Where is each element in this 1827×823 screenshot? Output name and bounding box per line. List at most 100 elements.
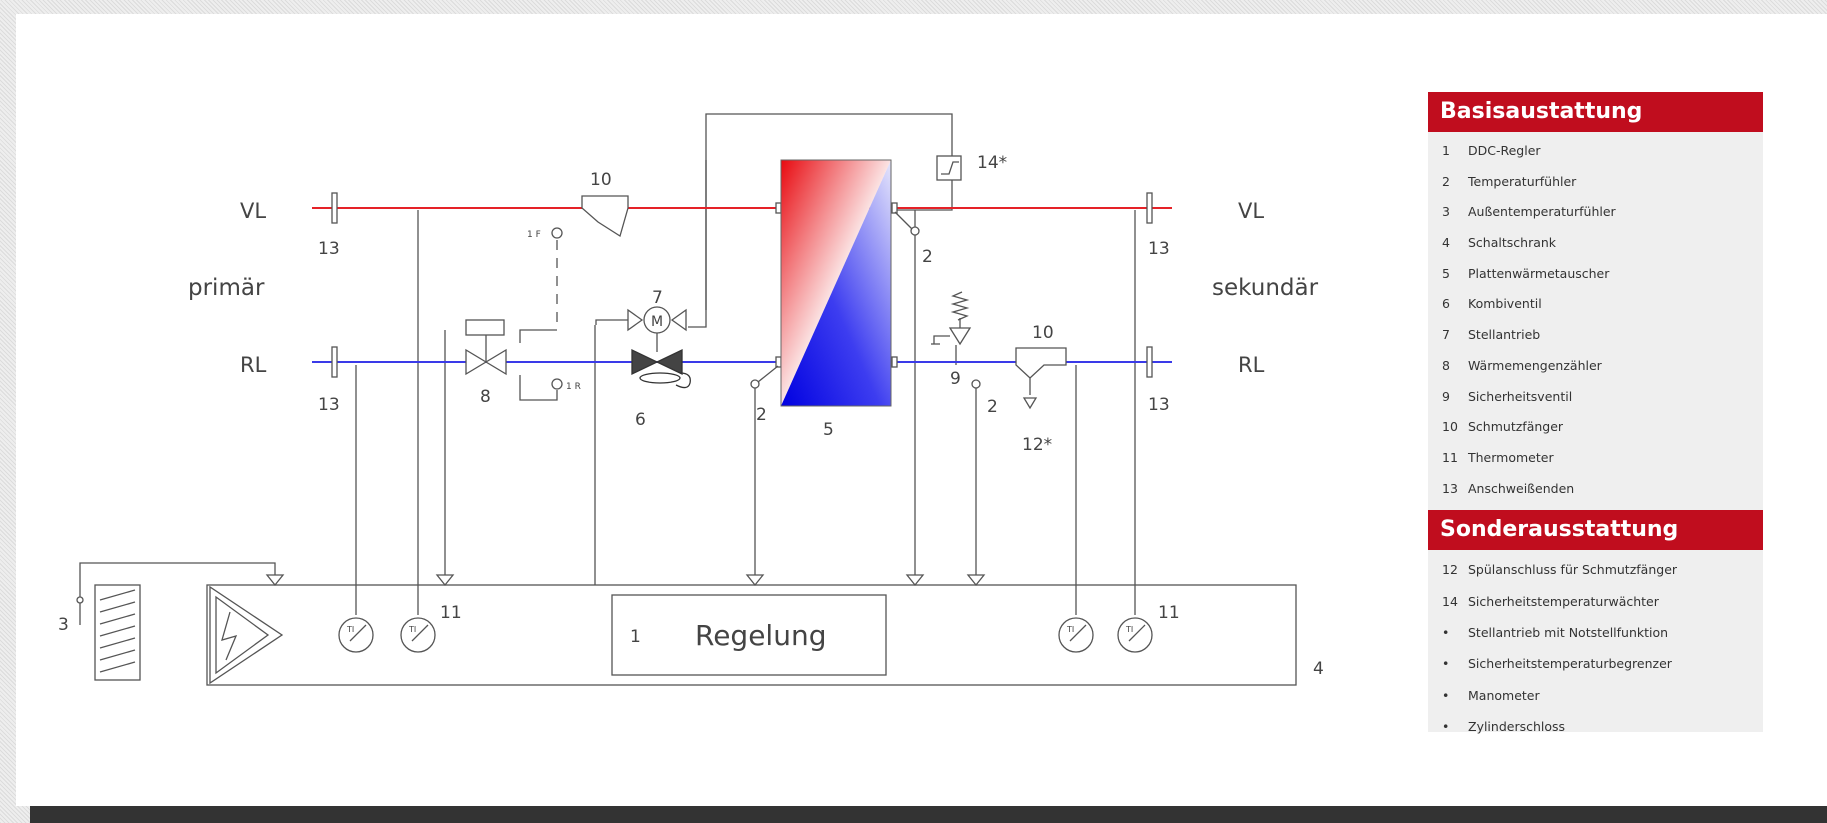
label-secondary: sekundär: [1212, 275, 1319, 301]
heat-meter: [465, 319, 507, 376]
legend-basic-title: Basisaustattung: [1428, 92, 1763, 132]
label-2-right: 2: [987, 397, 998, 417]
legend-item-text: Spülanschluss für Schmutzfänger: [1468, 562, 1678, 578]
legend-item-number: 5: [1442, 265, 1450, 281]
control-wiring: [79, 113, 1136, 615]
legend-item-number: •: [1442, 625, 1450, 641]
label-3: 3: [58, 615, 69, 635]
legend-item: 11 Thermometer: [1442, 443, 1763, 474]
label-primary: primär: [188, 275, 265, 301]
legend-item-number: 9: [1442, 388, 1450, 404]
legend-item-number: 1: [1442, 143, 1450, 158]
signal-arrows: [265, 574, 986, 587]
safety-temperature-monitor: [936, 155, 962, 181]
legend-item-number: 11: [1442, 449, 1458, 465]
legend-item-number: 12: [1442, 562, 1458, 578]
label-10-left: 10: [590, 170, 612, 190]
legend-item-text: Außentemperaturfühler: [1468, 204, 1616, 220]
label-vl-right: VL: [1238, 199, 1264, 223]
ti-label-3: TI: [1066, 625, 1074, 634]
label-2-top: 2: [922, 247, 933, 267]
label-6: 6: [635, 410, 646, 430]
label-11-left: 11: [440, 603, 462, 623]
weld-ends: [331, 192, 1153, 378]
label-vl-left: VL: [240, 199, 266, 223]
label-10-right: 10: [1032, 323, 1054, 343]
legend-item-number: 3: [1442, 204, 1450, 220]
label-13-top-right: 13: [1148, 239, 1170, 259]
label-rl-left: RL: [240, 353, 267, 377]
legend-item-number: 4: [1442, 235, 1450, 251]
heat-exchanger: [780, 159, 892, 407]
label-13-bottom-left: 13: [318, 395, 340, 415]
temperature-sensors: [750, 211, 981, 389]
legend-item-text: Manometer: [1468, 687, 1540, 703]
legend-item-number: •: [1442, 687, 1450, 703]
actuator-motor: [627, 306, 687, 352]
label-5: 5: [823, 420, 834, 440]
label-7: 7: [652, 288, 663, 308]
legend-item: •Sicherheitstemperaturbegrenzer: [1442, 648, 1763, 679]
legend-item-number: 7: [1442, 327, 1450, 343]
strainer-left: [581, 195, 629, 238]
label-13-bottom-right: 13: [1148, 395, 1170, 415]
legend-item: 1 DDC-Regler: [1442, 136, 1763, 167]
legend-item-number: 8: [1442, 357, 1450, 373]
legend-item: 3 Außentemperaturfühler: [1442, 197, 1763, 228]
legend-item-text: Schaltschrank: [1468, 235, 1557, 251]
legend-item: 4 Schaltschrank: [1442, 228, 1763, 259]
legend-item-text: Temperaturfühler: [1468, 173, 1577, 189]
regelung-title: Regelung: [695, 619, 826, 652]
legend-item: 5 Plattenwärmetauscher: [1442, 259, 1763, 290]
legend-item-number: 2: [1442, 173, 1450, 189]
legend-item-text: Zylinderschloss: [1468, 719, 1566, 735]
legend-item-text: Sicherheitstemperaturbegrenzer: [1468, 656, 1672, 672]
label-11-right: 11: [1158, 603, 1180, 623]
legend-item-text: Anschweißenden: [1468, 480, 1575, 496]
legend-item-number: 10: [1442, 419, 1458, 435]
diagram-labels: VL VL RL RL primär sekundär 13 13 13 13 …: [58, 153, 1324, 679]
legend-item-text: Thermometer: [1468, 449, 1554, 465]
legend-panel: Basisaustattung 1 DDC-Regler 2 Temperaturfü…: [1428, 92, 1763, 734]
label-9: 9: [950, 369, 961, 389]
legend-item-number: 14: [1442, 593, 1458, 609]
thermometers: [338, 617, 1153, 653]
legend-item: 14 Sicherheitstemperaturwächter: [1442, 586, 1763, 617]
legend-item-text: DDC-Regler: [1468, 143, 1541, 158]
controller-box: [611, 594, 887, 676]
label-1f: 1 F: [527, 230, 541, 240]
label-12: 12*: [1022, 435, 1052, 455]
ti-label-4: TI: [1125, 625, 1133, 634]
ti-label-2: TI: [408, 625, 416, 634]
label-4: 4: [1313, 659, 1324, 679]
meter-sensors: [551, 227, 563, 390]
regelung-number: 1: [630, 627, 641, 647]
legend-item-number: 6: [1442, 296, 1450, 312]
legend-basic-list: 1 DDC-Regler 2 Temperaturfühler 3 Außentemper…: [1428, 132, 1763, 510]
ti-label-1: TI: [346, 625, 354, 634]
legend-item-text: Sicherheitstemperaturwächter: [1468, 593, 1659, 609]
legend-item: • Manometer: [1442, 680, 1763, 711]
legend-item-text: Stellantrieb mit Notstellfunktion: [1468, 625, 1669, 641]
label-rl-right: RL: [1238, 353, 1265, 377]
switch-cabinet: [206, 584, 1297, 686]
legend-item: 2 Temperaturfühler: [1442, 167, 1763, 198]
footer-bar: [30, 806, 1827, 823]
legend-item-text: Plattenwärmetauscher: [1468, 265, 1610, 281]
label-14: 14*: [977, 153, 1007, 173]
legend-item-number: •: [1442, 719, 1450, 735]
legend-item: • Zylinderschloss: [1442, 711, 1763, 742]
label-2-middle: 2: [756, 405, 767, 425]
label-1r: 1 R: [566, 382, 581, 392]
legend-item: • Stellantrieb mit Notstellfunktion: [1442, 617, 1763, 648]
motor-letter: M: [651, 314, 663, 330]
label-13-top-left: 13: [318, 239, 340, 259]
